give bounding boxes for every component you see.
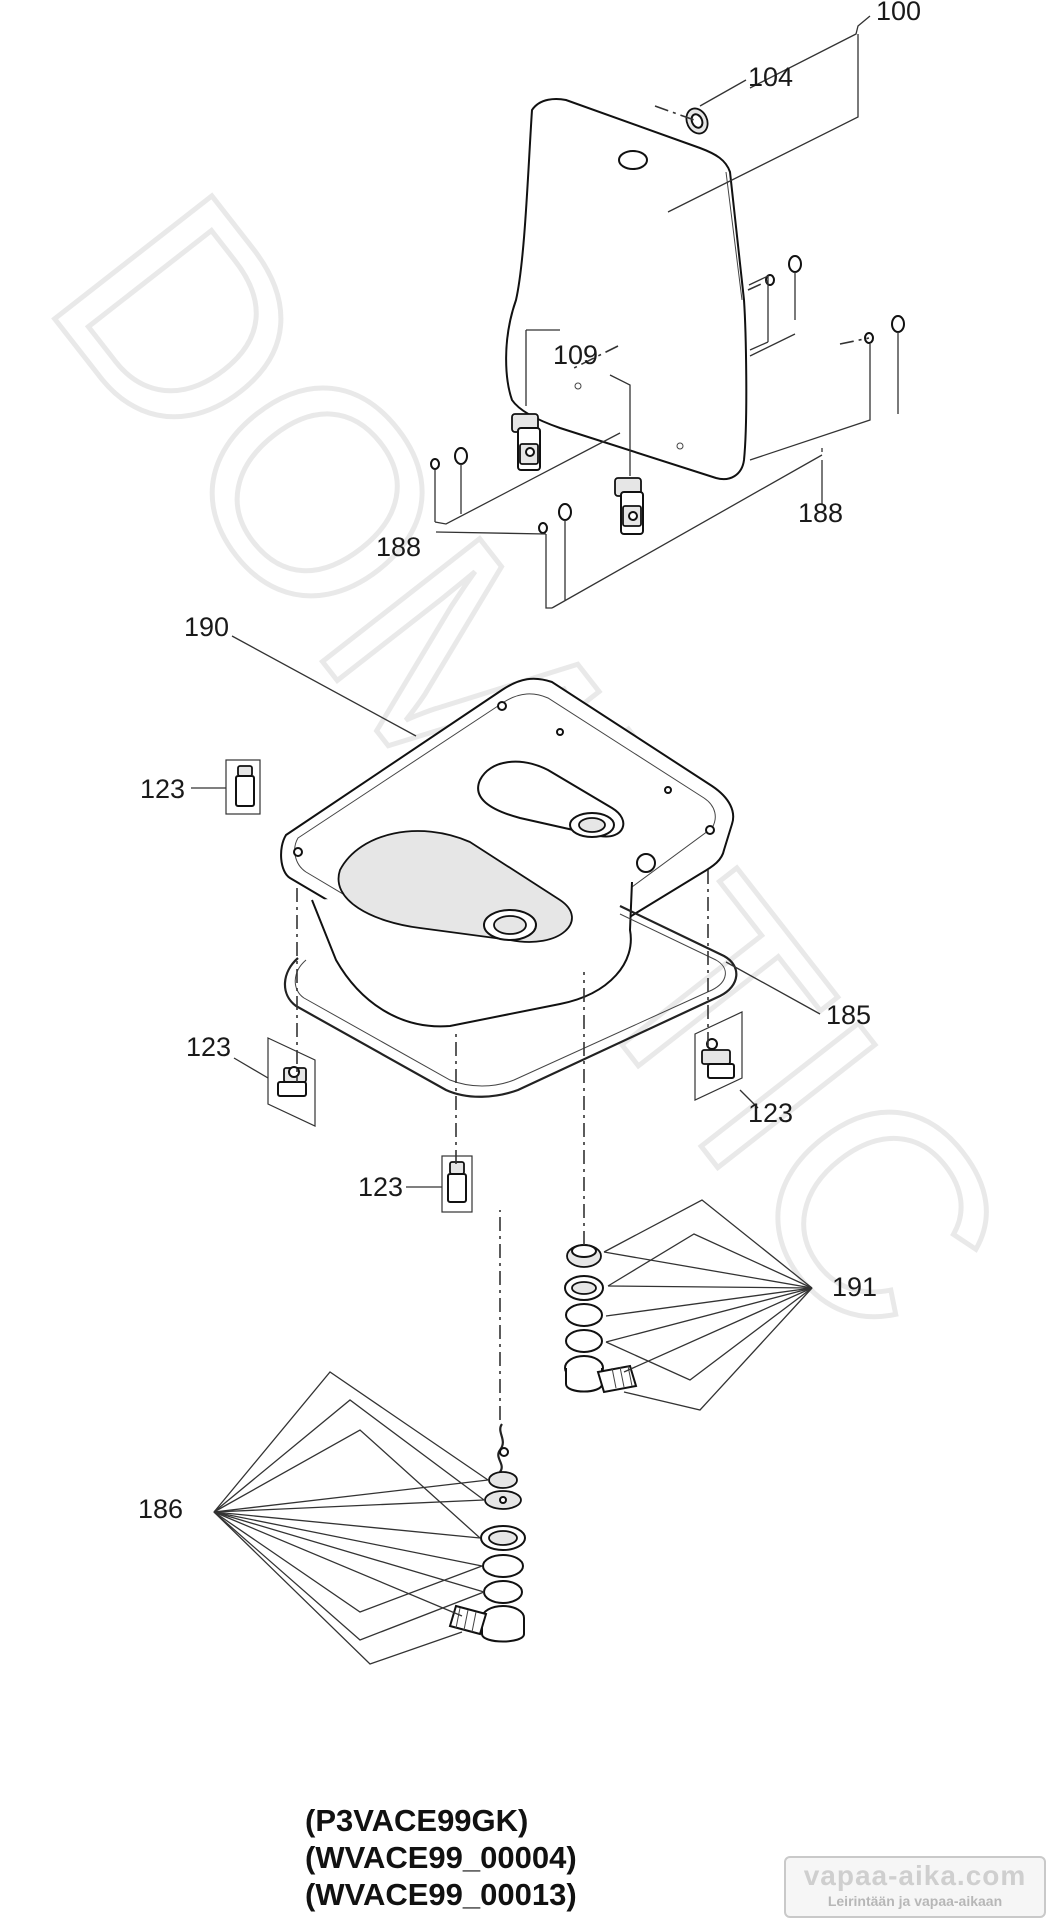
label-190: 190: [184, 612, 229, 642]
clip-part-123-a: [225, 759, 261, 815]
product-codes: (P3VACE99GK) (WVACE99_00004) (WVACE99_00…: [305, 1802, 725, 1913]
label-104: 104: [748, 62, 793, 92]
product-code: (WVACE99_00013): [305, 1877, 577, 1912]
leader-lines: [191, 15, 899, 1665]
label-185: 185: [826, 1000, 871, 1030]
hinge-part-109-right: [614, 477, 644, 535]
clip-part-123-c: [694, 1011, 743, 1101]
waste-fitting-part-191: [564, 1244, 638, 1394]
hinge-part-109-left: [511, 413, 541, 471]
label-123-c: 123: [748, 1098, 793, 1128]
waste-fitting-part-186: [448, 1423, 526, 1643]
label-123-a: 123: [140, 774, 185, 804]
assembly-axis-lines: [296, 105, 870, 1420]
sink-bowl-part-190: [280, 677, 735, 1028]
part-labels: 100 104 109 188 188 190 123 123 185 123 …: [138, 0, 921, 1524]
clip-part-123-b: [267, 1037, 316, 1127]
label-100: 100: [876, 0, 921, 26]
clip-part-123-d: [441, 1155, 473, 1213]
product-code: (WVACE99_00004): [305, 1840, 577, 1875]
site-tagline: Leirintään ja vapaa-aikaan: [827, 1893, 1003, 1909]
seal-part-185: [283, 905, 738, 1098]
label-188-right: 188: [798, 498, 843, 528]
label-191: 191: [832, 1272, 877, 1302]
label-123-b: 123: [186, 1032, 231, 1062]
lid-part-100: [505, 98, 748, 480]
grommet-part-104: [685, 107, 709, 135]
product-code: (P3VACE99GK): [305, 1803, 529, 1838]
site-name: vapaa-aika.com: [803, 1860, 1027, 1891]
label-186: 186: [138, 1494, 183, 1524]
label-109: 109: [553, 340, 598, 370]
label-188-left: 188: [376, 532, 421, 562]
label-123-d: 123: [358, 1172, 403, 1202]
site-watermark-badge: vapaa-aika.com Leirintään ja vapaa-aikaa…: [784, 1856, 1046, 1918]
nuts-washers-part-188: [430, 255, 905, 534]
